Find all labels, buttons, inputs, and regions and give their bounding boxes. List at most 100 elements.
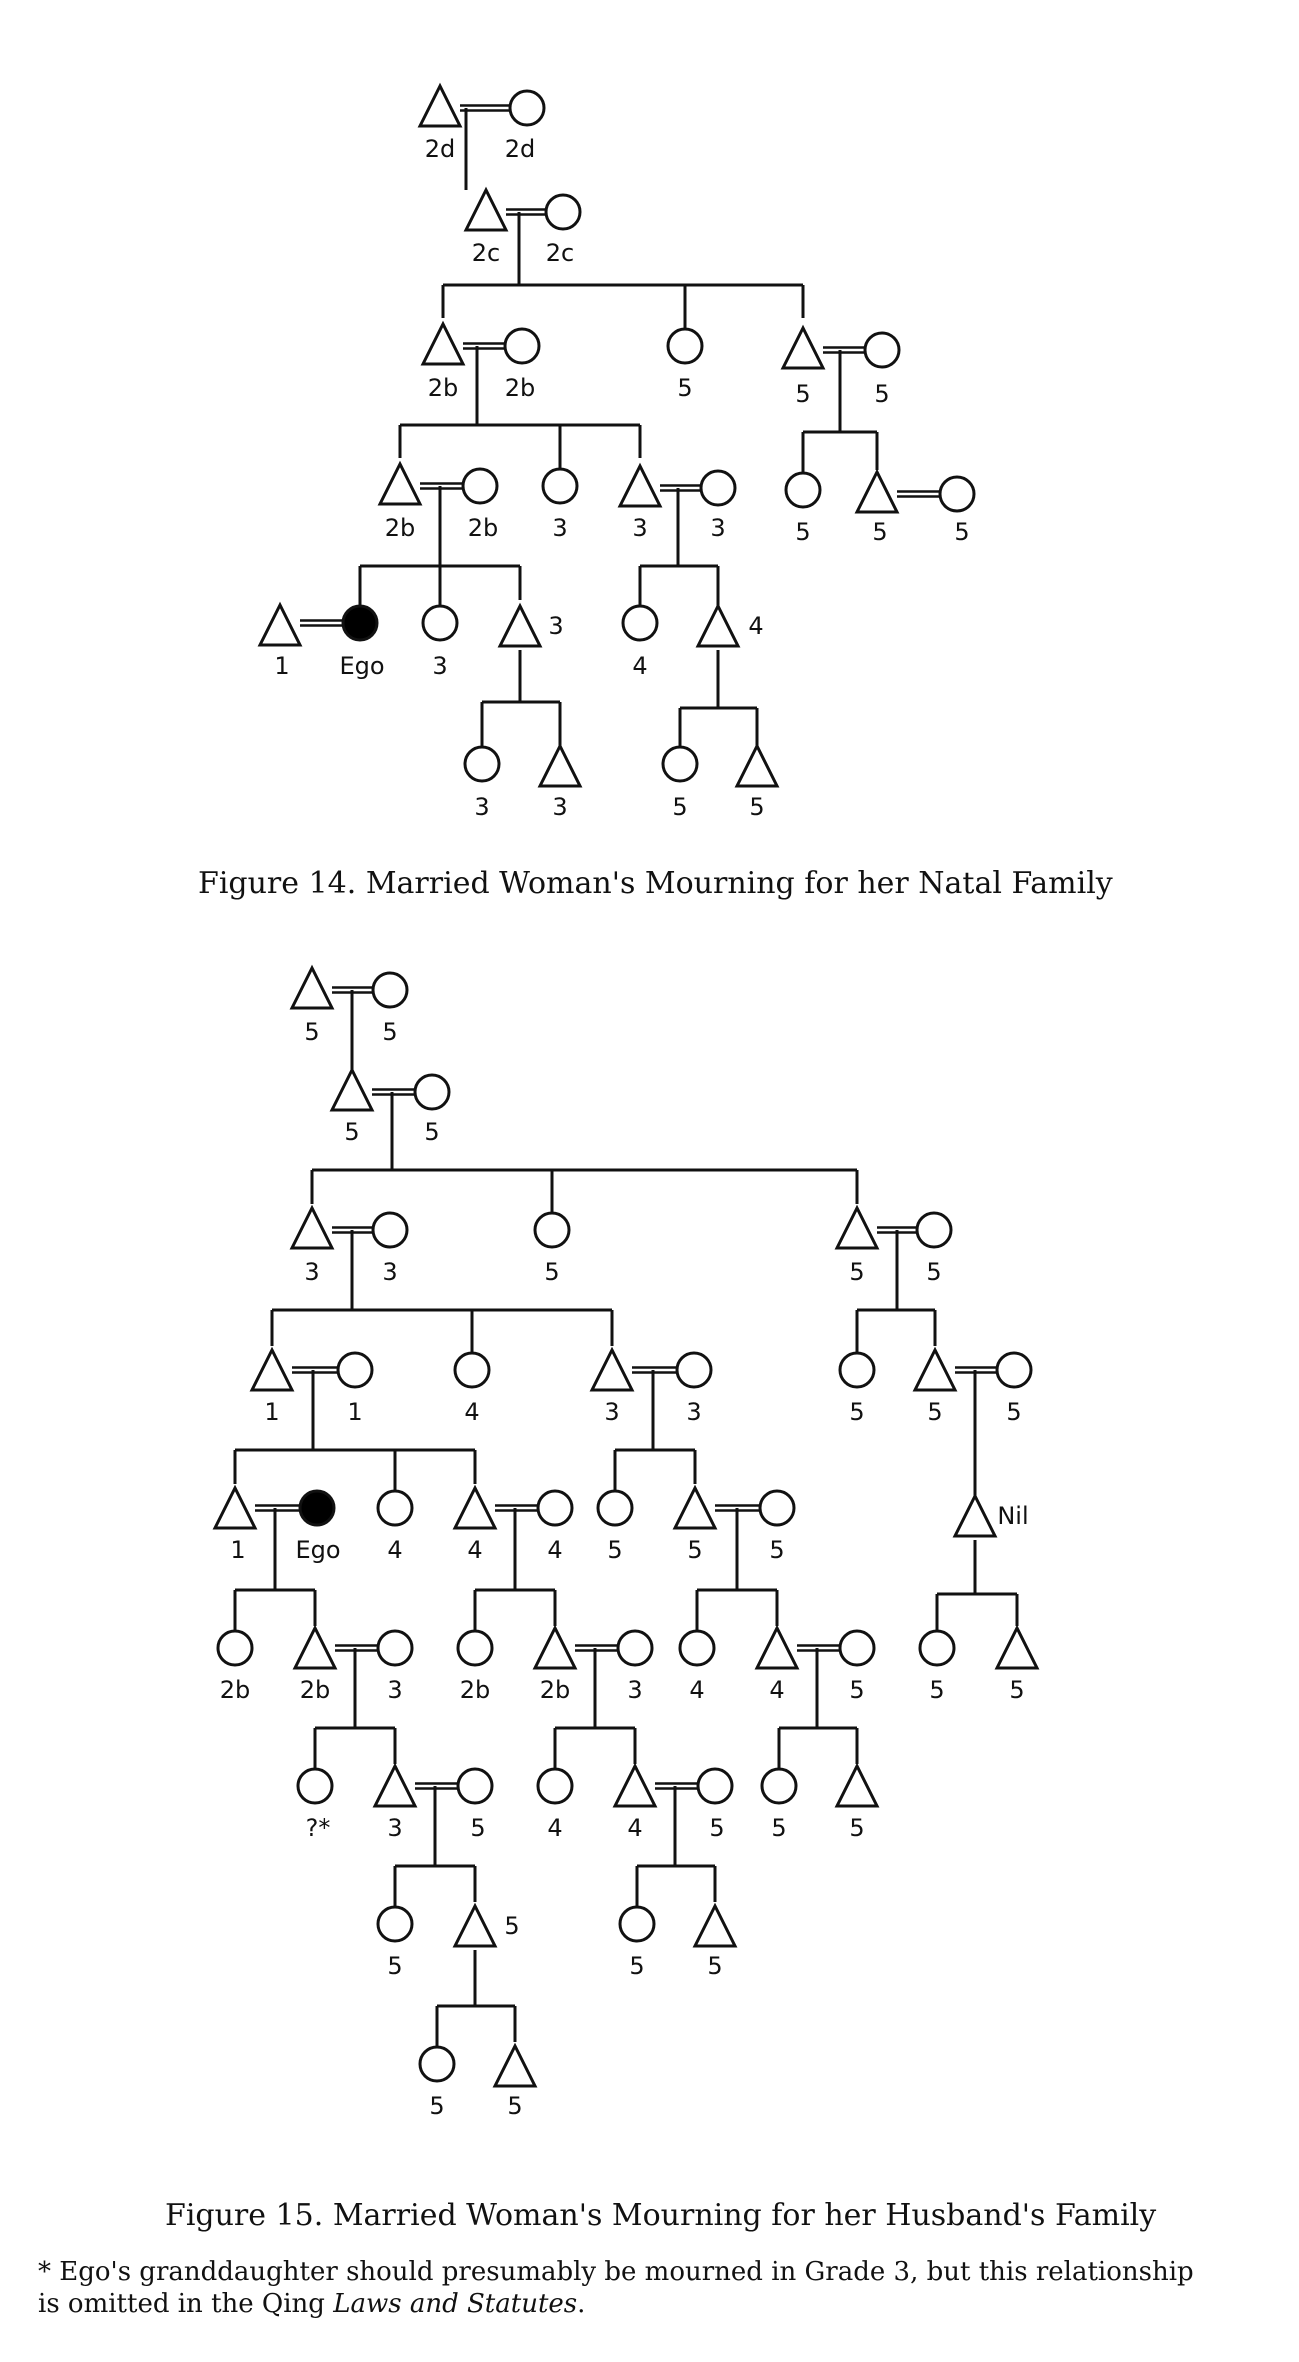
female-circle-icon — [699, 469, 737, 507]
female-circle-icon — [296, 1767, 334, 1805]
grade-label: 2b — [505, 374, 536, 402]
grade-label: 5 — [874, 380, 889, 408]
male-triangle-icon — [372, 1762, 418, 1808]
footnote-suffix: . — [577, 2289, 585, 2319]
ego-label: Ego — [295, 1536, 340, 1564]
grade-label: 3 — [632, 514, 647, 542]
unknown-grade-label: ?* — [306, 1814, 331, 1842]
female-circle-icon — [675, 1351, 713, 1389]
grade-label: 3 — [304, 1258, 319, 1286]
grade-label: 4 — [547, 1814, 562, 1842]
male-triangle-icon — [329, 1066, 375, 1112]
grade-label: 2b — [460, 1676, 491, 1704]
grade-label: 3 — [627, 1676, 642, 1704]
grade-label: 3 — [474, 793, 489, 821]
female-circle-icon — [616, 1629, 654, 1667]
figure-15-caption: Figure 15. Married Woman's Mourning for … — [165, 2198, 1156, 2233]
grade-label: 5 — [926, 1258, 941, 1286]
female-circle-icon — [463, 745, 501, 783]
female-circle-icon — [696, 1767, 734, 1805]
female-circle-icon — [915, 1211, 953, 1249]
footnote-line-1: * Ego's granddaughter should presumably … — [38, 2257, 1194, 2287]
grade-label: 4 — [769, 1676, 784, 1704]
grade-label: 5 — [387, 1952, 402, 1980]
male-triangle-icon — [734, 742, 780, 788]
ego-label: Ego — [339, 652, 384, 680]
grade-label: 5 — [424, 1118, 439, 1146]
grade-label: 5 — [304, 1018, 319, 1046]
grade-label: 5 — [849, 1676, 864, 1704]
grade-label: 5 — [849, 1398, 864, 1426]
female-circle-icon — [536, 1489, 574, 1527]
female-circle-icon — [863, 331, 901, 369]
grade-label: 5 — [687, 1536, 702, 1564]
footnote-line-2: is omitted in the Qing Laws and Statutes… — [38, 2289, 585, 2319]
grade-label: 5 — [771, 1814, 786, 1842]
grade-label: 2c — [472, 239, 500, 267]
grade-label: 2b — [300, 1676, 331, 1704]
grade-label: 5 — [849, 1814, 864, 1842]
female-circle-icon — [421, 604, 459, 642]
female-circle-icon — [371, 971, 409, 1009]
male-triangle-icon — [492, 2042, 538, 2088]
male-triangle-icon — [672, 1484, 718, 1530]
female-circle-icon — [544, 193, 582, 231]
grade-label: 3 — [686, 1398, 701, 1426]
male-triangle-icon — [377, 460, 423, 506]
kinship-symbols — [212, 82, 1040, 2088]
grade-label: 5 — [872, 518, 887, 546]
female-circle-icon — [371, 1211, 409, 1249]
female-circle-icon — [376, 1905, 414, 1943]
male-triangle-icon — [292, 1624, 338, 1670]
grade-label: 2b — [428, 374, 459, 402]
grade-label: 3 — [604, 1398, 619, 1426]
grade-label: 5 — [382, 1018, 397, 1046]
grade-label: 3 — [552, 514, 567, 542]
kinship-lines — [233, 104, 1019, 2046]
male-triangle-icon — [463, 186, 509, 232]
grade-label: 5 — [504, 1912, 519, 1940]
female-circle-icon — [838, 1351, 876, 1389]
grade-label: 2b — [540, 1676, 571, 1704]
female-circle-icon — [621, 604, 659, 642]
female-circle-icon — [413, 1073, 451, 1111]
male-triangle-icon — [532, 1624, 578, 1670]
figure-14-caption: Figure 14. Married Woman's Mourning for … — [198, 866, 1113, 901]
ego-filled-circle-icon — [298, 1489, 336, 1527]
male-triangle-icon — [289, 1204, 335, 1250]
grade-label: 2b — [468, 514, 499, 542]
grade-label: 2d — [425, 135, 456, 163]
nil-label: Nil — [997, 1502, 1028, 1530]
female-circle-icon — [503, 327, 541, 365]
male-triangle-icon — [289, 964, 335, 1010]
male-triangle-icon — [780, 324, 826, 370]
male-triangle-icon — [695, 602, 741, 648]
grade-label: 4 — [467, 1536, 482, 1564]
female-circle-icon — [508, 89, 546, 127]
grade-label: 5 — [1006, 1398, 1021, 1426]
grade-label: 4 — [547, 1536, 562, 1564]
grade-label: 4 — [748, 612, 763, 640]
female-circle-icon — [541, 467, 579, 505]
grade-label: 5 — [429, 2092, 444, 2120]
grade-label: 4 — [632, 652, 647, 680]
male-triangle-icon — [754, 1624, 800, 1670]
grade-label: 1 — [230, 1536, 245, 1564]
grade-label: 2c — [546, 239, 574, 267]
grade-label: 5 — [1009, 1676, 1024, 1704]
grade-label: 5 — [470, 1814, 485, 1842]
female-circle-icon — [376, 1629, 414, 1667]
male-triangle-icon — [994, 1624, 1040, 1670]
male-triangle-icon — [537, 742, 583, 788]
grade-label: 3 — [552, 793, 567, 821]
grade-label: 2b — [220, 1676, 251, 1704]
male-triangle-icon — [612, 1762, 658, 1808]
male-triangle-icon — [452, 1484, 498, 1530]
male-triangle-icon — [589, 1346, 635, 1392]
grade-label: 3 — [387, 1814, 402, 1842]
grade-label: 3 — [548, 612, 563, 640]
female-circle-icon — [533, 1211, 571, 1249]
male-triangle-icon — [249, 1346, 295, 1392]
grade-label: 1 — [347, 1398, 362, 1426]
